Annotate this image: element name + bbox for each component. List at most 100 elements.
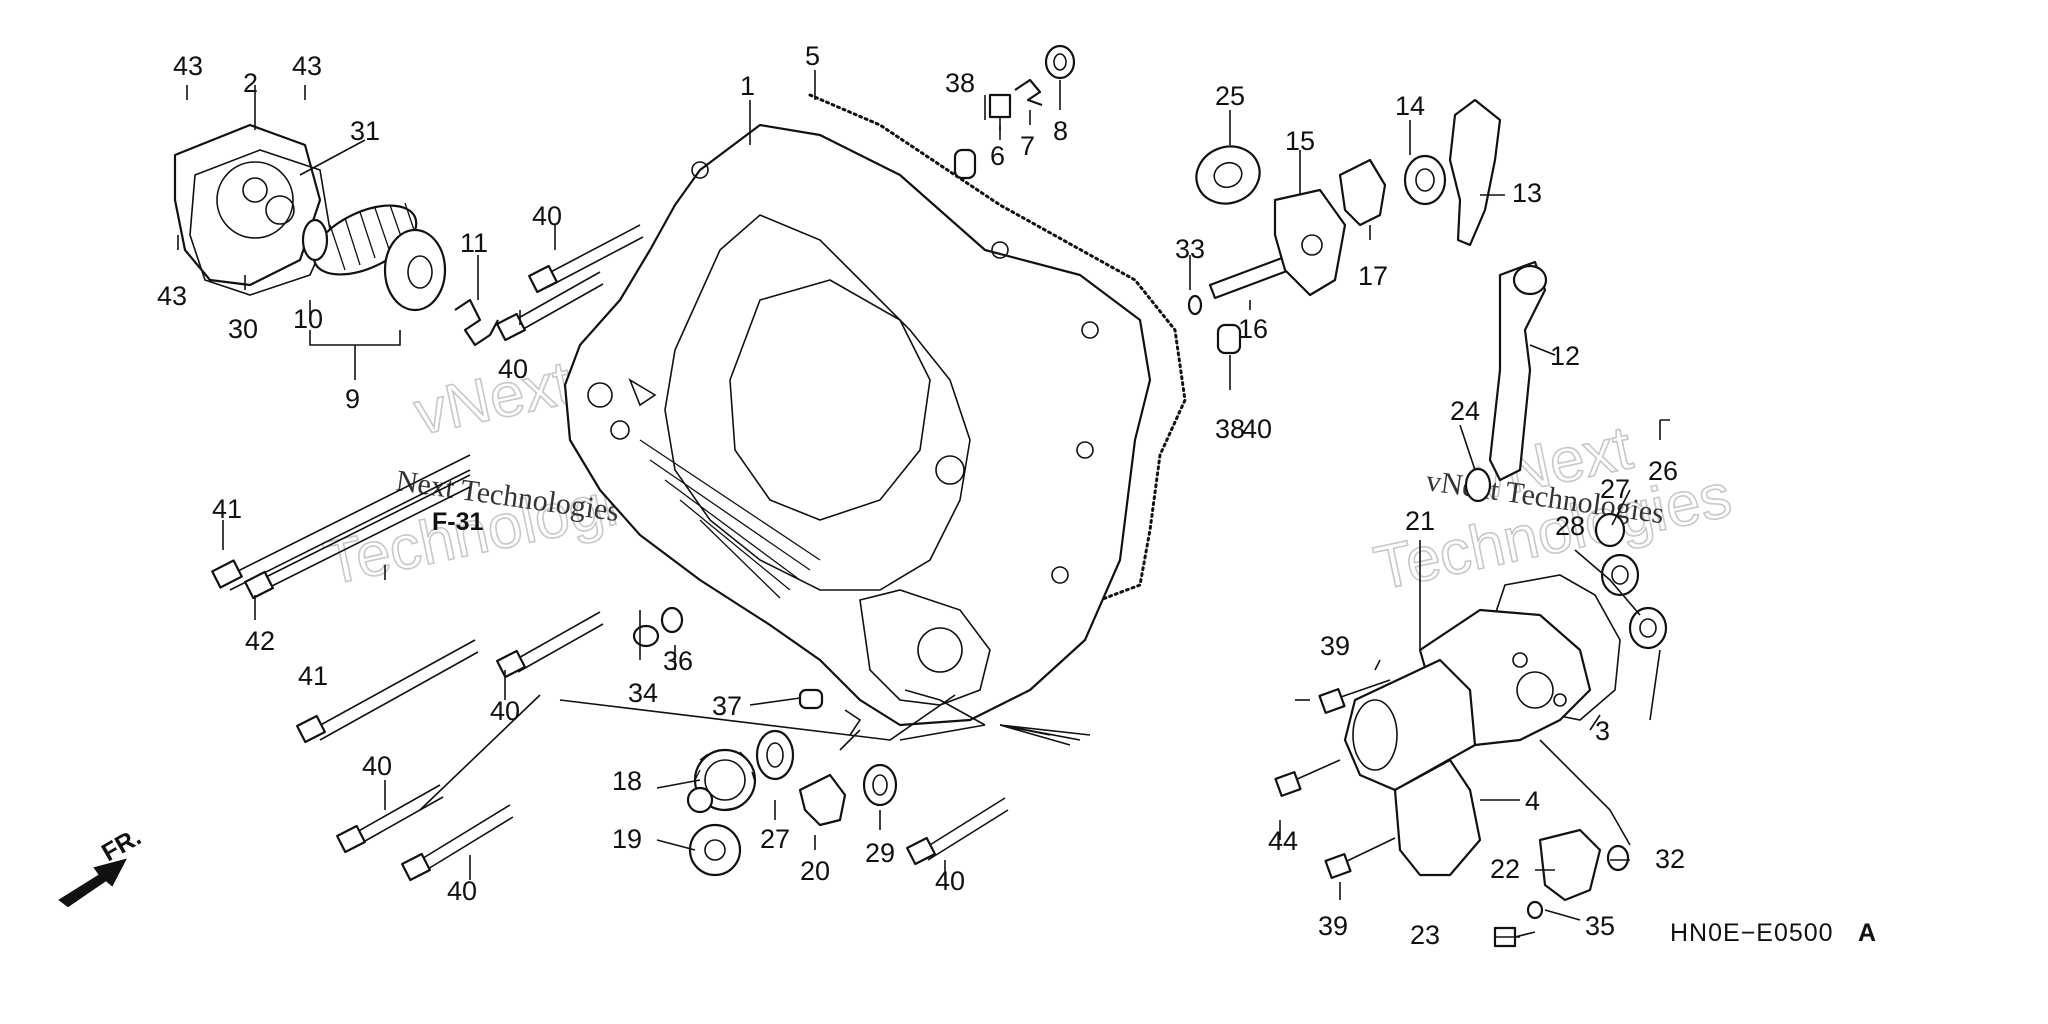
callout-label: 40 [532, 201, 562, 231]
callout-label: 21 [1405, 506, 1435, 536]
dowel-38-top [953, 148, 977, 180]
callout-label: 40 [1242, 414, 1272, 444]
case-gasket [808, 93, 1187, 602]
watermark-left-line1: vNext [409, 348, 578, 448]
washer-36 [660, 606, 684, 634]
cover-4 [1393, 758, 1482, 877]
callout-label: 37 [712, 691, 742, 721]
callout-label: 15 [1285, 126, 1315, 156]
shift-arm-12-boss [1512, 264, 1548, 296]
callout-label: 29 [865, 838, 895, 868]
front-direction-arrow: FR. [58, 823, 146, 908]
plate-15 [1273, 188, 1347, 297]
gear-18 [686, 748, 757, 814]
bearing-28 [1600, 553, 1640, 597]
callout-label: 9 [345, 384, 360, 414]
callout-label: 20 [800, 856, 830, 886]
direction-label: FR. [97, 823, 146, 867]
callout-label: 42 [245, 626, 275, 656]
callout-label: 23 [1410, 920, 1440, 950]
callout-label: 40 [498, 354, 528, 384]
callout-label: 38 [1215, 414, 1245, 444]
callout-label: 6 [990, 141, 1005, 171]
bearing-26 [1628, 606, 1668, 650]
callout-label: 40 [490, 696, 520, 726]
callout-label: 4 [1525, 786, 1540, 816]
sensor-22 [1538, 828, 1602, 902]
callout-label: 3 [1595, 716, 1610, 746]
callout-label: 43 [292, 51, 322, 81]
plate-20 [798, 773, 847, 827]
callout-label: 40 [935, 866, 965, 896]
callout-label: 11 [460, 228, 488, 258]
callout-label: 10 [293, 304, 323, 334]
arrow-icon [58, 858, 127, 908]
callout-label: 12 [1550, 341, 1580, 371]
bolts-right [1274, 679, 1396, 879]
callout-label: 39 [1318, 911, 1348, 941]
callout-labels: 1 2 3 4 5 6 7 8 9 10 11 12 13 14 15 16 1… [157, 41, 1685, 950]
bearing-29 [862, 763, 898, 807]
section-ref: F-31 [432, 508, 484, 536]
dowel-pin-37 [798, 688, 824, 710]
oil-filter-element [312, 202, 447, 312]
callout-label: 19 [612, 824, 642, 854]
callout-label: 27 [1600, 474, 1630, 504]
callout-label: 27 [760, 824, 790, 854]
callout-label: 40 [362, 751, 392, 781]
callout-label: 33 [1175, 234, 1205, 264]
bolts-left [211, 224, 1009, 882]
callout-label: 31 [350, 116, 380, 146]
callout-label: 40 [447, 876, 477, 906]
washer-35 [1526, 900, 1544, 920]
bearing-27-right [1594, 512, 1626, 548]
callout-label: 16 [1238, 314, 1268, 344]
spring-7 [1014, 78, 1043, 107]
callout-label: 1 [740, 71, 755, 101]
callout-label: 34 [628, 678, 658, 708]
shift-motor-assembly [1343, 608, 1592, 792]
callout-label: 24 [1450, 396, 1480, 426]
plug-8 [1044, 44, 1076, 80]
plate-15-hole [1301, 234, 1323, 256]
oil-filter-cover [173, 123, 322, 287]
callout-label: 5 [805, 41, 820, 71]
o-ring-10 [301, 218, 329, 262]
bearing-27-center [755, 729, 795, 781]
callout-label: 44 [1268, 826, 1298, 856]
oil-filter-cover-gasket [189, 149, 331, 296]
callout-label: 38 [945, 68, 975, 98]
callout-label: 25 [1215, 81, 1245, 111]
callout-label: 13 [1512, 178, 1542, 208]
oil-filter-spring [454, 298, 499, 347]
plate-17 [1338, 158, 1387, 227]
washer-24 [1464, 467, 1492, 503]
front-crankcase-cover [563, 123, 1152, 727]
callout-label: 8 [1053, 116, 1068, 146]
callout-label: 2 [243, 68, 258, 98]
callout-label: 43 [173, 51, 203, 81]
bracket-13 [1448, 98, 1502, 247]
callout-label: 26 [1648, 456, 1678, 486]
washer-33 [1187, 294, 1203, 316]
callout-label: 35 [1585, 911, 1615, 941]
callout-label: 7 [1020, 131, 1035, 161]
callout-label: 39 [1320, 631, 1350, 661]
callout-label: 36 [663, 646, 693, 676]
callout-label: 30 [228, 314, 258, 344]
o-ring-32 [1606, 844, 1630, 872]
callout-label: 41 [298, 661, 328, 691]
bearing-14 [1403, 154, 1447, 206]
bolt-6 [988, 93, 1012, 130]
washer-34 [632, 624, 660, 648]
callout-label: 14 [1395, 91, 1425, 121]
callout-label: 43 [157, 281, 187, 311]
callout-label: 32 [1655, 844, 1685, 874]
dowel-38-lower [1216, 323, 1242, 355]
leader-lines [177, 70, 1670, 938]
callout-label: 41 [212, 494, 242, 524]
gear-19 [688, 823, 742, 877]
callout-label: 28 [1555, 511, 1585, 541]
